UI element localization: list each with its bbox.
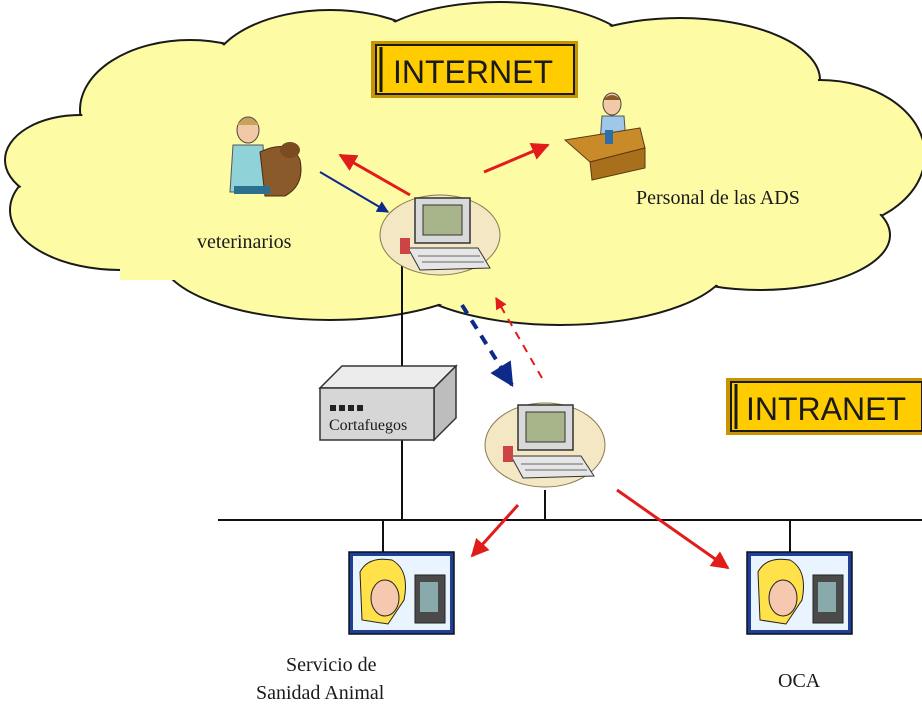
arrow-intranet-to-server-dashed (495, 296, 543, 379)
intranet-badge: INTRANET (726, 378, 922, 435)
firewall-lights (330, 405, 363, 411)
oca-label: OCA (778, 670, 821, 692)
servicio-label-line1: Servicio de (286, 654, 377, 676)
servicio-workstation-icon (348, 551, 455, 635)
internet-badge-text: INTERNET (393, 54, 553, 90)
veterinarios-label: veterinarios (197, 231, 292, 253)
intranet-badge-text: INTRANET (746, 391, 906, 427)
firewall-box: Cortafuegos (318, 364, 458, 442)
oca-workstation-icon (746, 551, 853, 635)
arrow-intranet-to-servicio (470, 503, 520, 558)
cortafuegos-label: Cortafuegos (329, 417, 407, 434)
personal-ads-label: Personal de las ADS (636, 187, 800, 209)
arrow-intranet-to-oca (616, 488, 730, 570)
veterinarian-icon (229, 116, 302, 197)
arrow-server-to-intranet-dashed (460, 303, 514, 388)
internet-server-icon (379, 194, 501, 276)
office-worker-icon (563, 92, 646, 181)
internet-badge: INTERNET (371, 41, 578, 98)
intranet-server-icon (484, 402, 606, 488)
arrow-server-to-personal (483, 143, 550, 174)
flow-arrows (319, 143, 730, 570)
arrow-veterinarios-to-server (319, 171, 390, 213)
arrow-server-to-veterinarios (338, 153, 411, 197)
servicio-label-line2: Sanidad Animal (256, 682, 385, 704)
